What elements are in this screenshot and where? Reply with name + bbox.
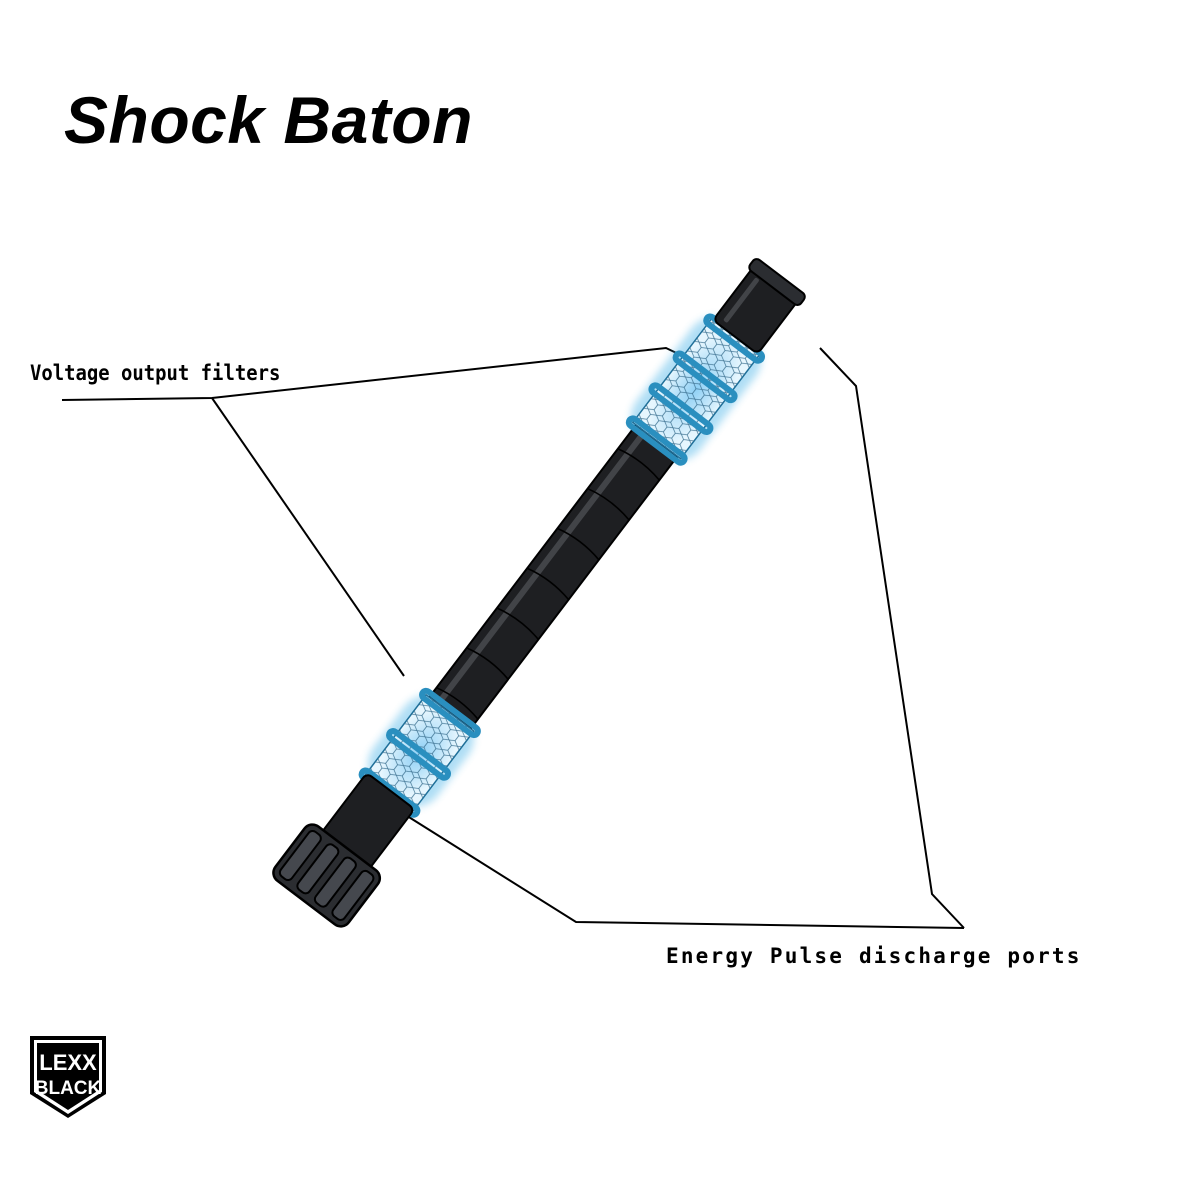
page-title: Shock Baton xyxy=(64,83,473,157)
logo-line2: BLACK xyxy=(35,1078,102,1099)
logo-line1: LEXX xyxy=(39,1050,97,1075)
callout-energy-pulse-discharge-ports: Energy Pulse discharge ports xyxy=(666,944,1082,968)
pommel xyxy=(272,774,414,928)
callout-voltage-output-filters: Voltage output filters xyxy=(30,361,281,385)
lexx-black-logo: LEXX BLACK xyxy=(30,1036,106,1118)
shock-baton xyxy=(272,258,806,928)
shaft-segments xyxy=(436,448,660,720)
filter-upper xyxy=(625,313,766,466)
filter-lower xyxy=(358,687,481,818)
top-cap xyxy=(714,258,806,353)
leader-ports-upper xyxy=(819,347,965,929)
leader-filters-lower xyxy=(211,397,405,677)
leader-ports-lower xyxy=(403,813,965,929)
